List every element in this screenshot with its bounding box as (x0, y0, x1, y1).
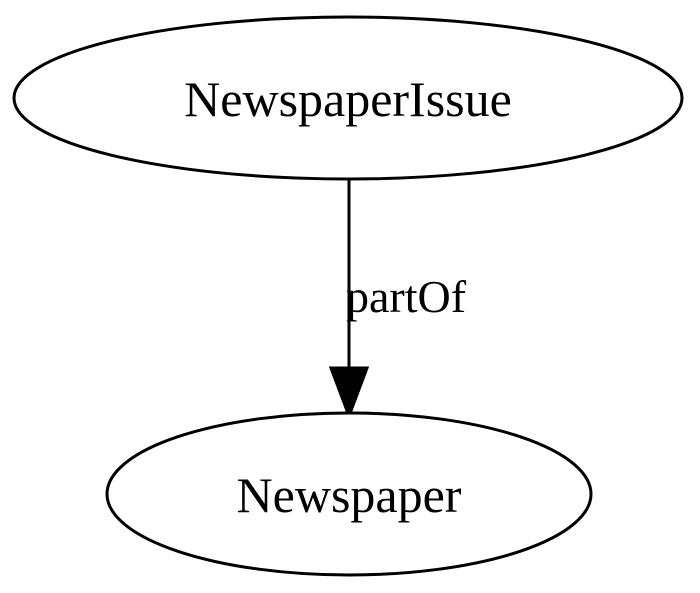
node-shape (12, 15, 684, 181)
node-label-newspaper: Newspaper (237, 467, 462, 523)
node-label-newspaper-issue: NewspaperIssue (184, 71, 512, 127)
node-newspaper-issue[interactable]: NewspaperIssue (12, 15, 684, 181)
edge-label-partof: partOf (346, 271, 467, 322)
node-shape (105, 411, 593, 577)
edge-partof: partOf (328, 180, 467, 421)
node-newspaper[interactable]: Newspaper (105, 411, 593, 577)
arrowhead-icon (328, 366, 370, 421)
